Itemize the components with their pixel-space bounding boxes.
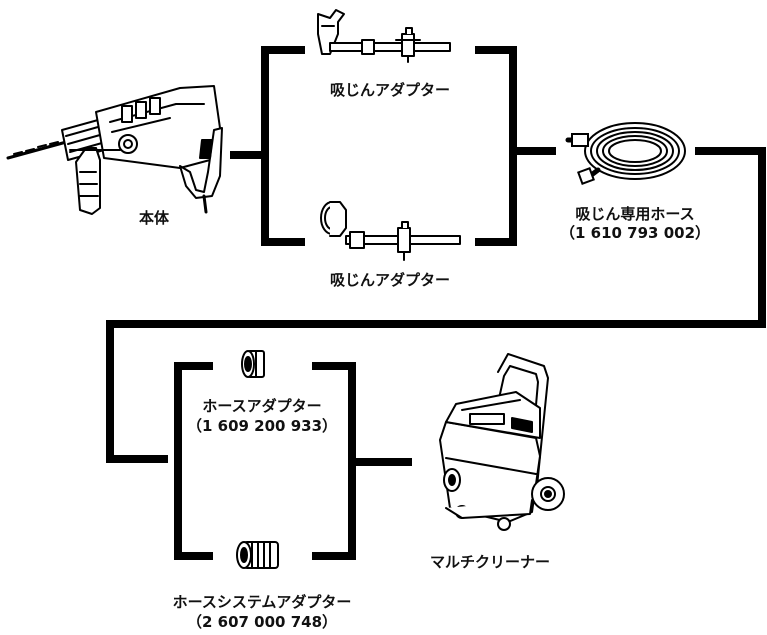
bracket-left-adapters — [261, 46, 305, 246]
label-dust-hose: 吸じん専用ホース — [575, 205, 695, 223]
bracket-left-hose-adapters — [174, 362, 213, 560]
label-main-body: 本体 — [138, 209, 169, 227]
dust-hose-icon — [565, 122, 686, 185]
label-multi-cleaner: マルチクリーナー — [429, 553, 550, 571]
connector-lines — [106, 46, 766, 560]
label-dust-adapter-bottom: 吸じんアダプター — [329, 271, 450, 289]
label-hose-adapter: ホースアダプター — [202, 397, 322, 415]
dust-adapter-bottom-icon — [320, 201, 461, 261]
dust-adapter-top-icon — [317, 9, 451, 63]
label-hose-system-adapter-part-number: （2 607 000 748） — [186, 613, 338, 631]
hose-adapter-icon — [241, 350, 265, 378]
label-dust-hose-part-number: （1 610 793 002） — [559, 224, 711, 242]
label-hose-adapter-part-number: （1 609 200 933） — [186, 417, 338, 435]
line-hose-to-cleaner — [106, 147, 766, 463]
bracket-right-hose-adapters — [312, 362, 356, 560]
bracket-right-adapters — [475, 46, 517, 246]
label-dust-adapter-top: 吸じんアダプター — [329, 81, 450, 99]
multi-cleaner-icon — [439, 353, 565, 531]
label-hose-system-adapter: ホースシステムアダプター — [172, 593, 352, 611]
hose-system-adapter-icon — [236, 541, 279, 569]
rotary-hammer-icon — [6, 85, 223, 215]
